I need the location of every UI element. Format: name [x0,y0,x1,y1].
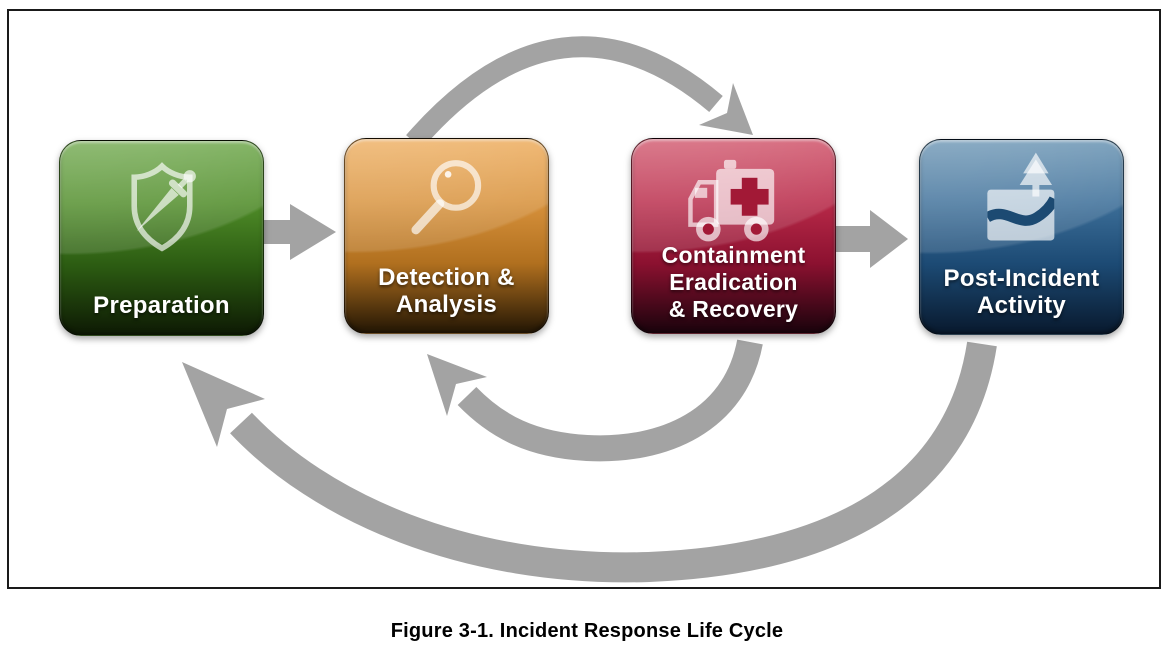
arrow-preparation-to-detection [258,204,336,260]
stage-containment-eradication-recovery: Containment Eradication & Recovery [631,138,836,334]
arrow-detection-to-containment-head [699,83,753,135]
diagram-frame: Preparation Detection & Analysis [7,9,1161,589]
stage-detection-analysis: Detection & Analysis [344,138,549,334]
magnifying-glass-icon [345,151,548,251]
shield-sword-icon [60,155,263,255]
arrow-detection-to-containment-arc [406,36,723,149]
arrow-containment-to-detection-head [427,354,487,416]
arrow-containment-to-post-incident [834,210,908,268]
flow-arrows [182,36,997,583]
stage-label: Detection & Analysis [378,263,515,319]
figure-caption: Figure 3-1. Incident Response Life Cycle [390,620,784,642]
arrow-post-incident-to-preparation-head [182,362,265,447]
stage-label: Preparation [93,291,230,319]
stage-label: Containment Eradication & Recovery [661,241,806,322]
stage-label: Post-Incident Activity [943,264,1100,320]
arrow-containment-to-detection-loop [457,339,763,462]
tree-path-icon [920,148,1123,252]
stage-post-incident-activity: Post-Incident Activity [919,139,1124,335]
ambulance-icon [632,151,835,247]
arrow-post-incident-to-preparation-arc [230,341,997,583]
stage-preparation: Preparation [59,140,264,336]
